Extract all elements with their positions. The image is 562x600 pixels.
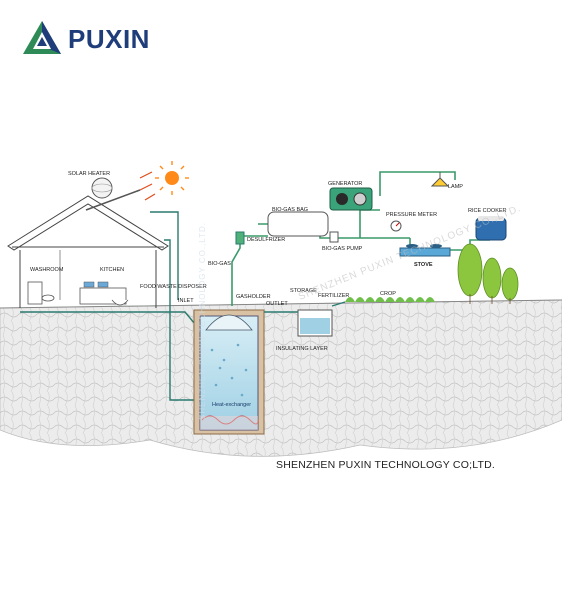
trees <box>457 243 519 304</box>
desulfrizer-unit <box>235 231 245 245</box>
ground <box>0 299 562 457</box>
company-footer: SHENZHEN PUXIN TECHNOLOGY CO;LTD. <box>276 459 495 471</box>
label-gasholder: GASHOLDER <box>236 294 271 300</box>
puxin-logo-icon <box>23 21 61 54</box>
lamp-icon <box>430 172 450 187</box>
label-outlet: OUTLET <box>266 301 288 307</box>
biogas-bag <box>267 211 329 237</box>
house <box>7 195 169 308</box>
label-generator: GENERATOR <box>328 181 362 187</box>
label-bio-gas-pump: BIO-GAS PUMP <box>322 246 363 252</box>
label-stove: STOVE <box>414 262 433 268</box>
label-heat-exchanger: Heat-exchanger <box>212 402 251 408</box>
bubbles <box>210 343 248 397</box>
biogas-pump <box>329 231 339 243</box>
stove <box>399 244 451 257</box>
label-desulfrizer: DESULFRIZER <box>247 237 285 243</box>
label-lamp: LAMP <box>448 184 463 190</box>
storage-tank <box>264 301 346 337</box>
solar-heater <box>85 177 141 211</box>
rice-cooker <box>475 216 507 241</box>
digester <box>193 309 265 435</box>
label-crop: CROP <box>380 291 396 297</box>
crops <box>345 297 435 302</box>
label-food-waste-disposer: FOOD WASTE DISPOSER <box>140 284 207 290</box>
label-bio-gas-bag: BIO-GAS BAG <box>272 207 308 213</box>
label-washroom: WASHROOM <box>30 267 64 273</box>
label-inlet: INLET <box>178 298 194 304</box>
label-bio-gas: BIO-GAS <box>208 261 231 267</box>
sun-icon <box>139 161 189 201</box>
generator <box>329 187 373 211</box>
label-insulating-layer: INSULATING LAYER <box>276 346 328 352</box>
watermark-vertical: SHENZHEN PUXIN TECHNOLOGY CO.,LTD. <box>198 222 207 420</box>
label-rice-cooker: RICE COOKER <box>468 208 507 214</box>
label-kitchen: KITCHEN <box>100 267 124 273</box>
brand-name: PUXIN <box>68 24 150 54</box>
label-solar-heater: SOLAR HEATER <box>68 171 110 177</box>
label-pressure-meter: PRESSURE METER <box>386 212 437 218</box>
pressure-meter-icon <box>390 220 402 232</box>
label-fertilizer: FERTILIZER <box>318 293 349 299</box>
label-storage: STORAGE <box>290 288 317 294</box>
diagram-labels: SOLAR HEATER WASHROOM KITCHEN FOOD WASTE… <box>30 171 507 408</box>
